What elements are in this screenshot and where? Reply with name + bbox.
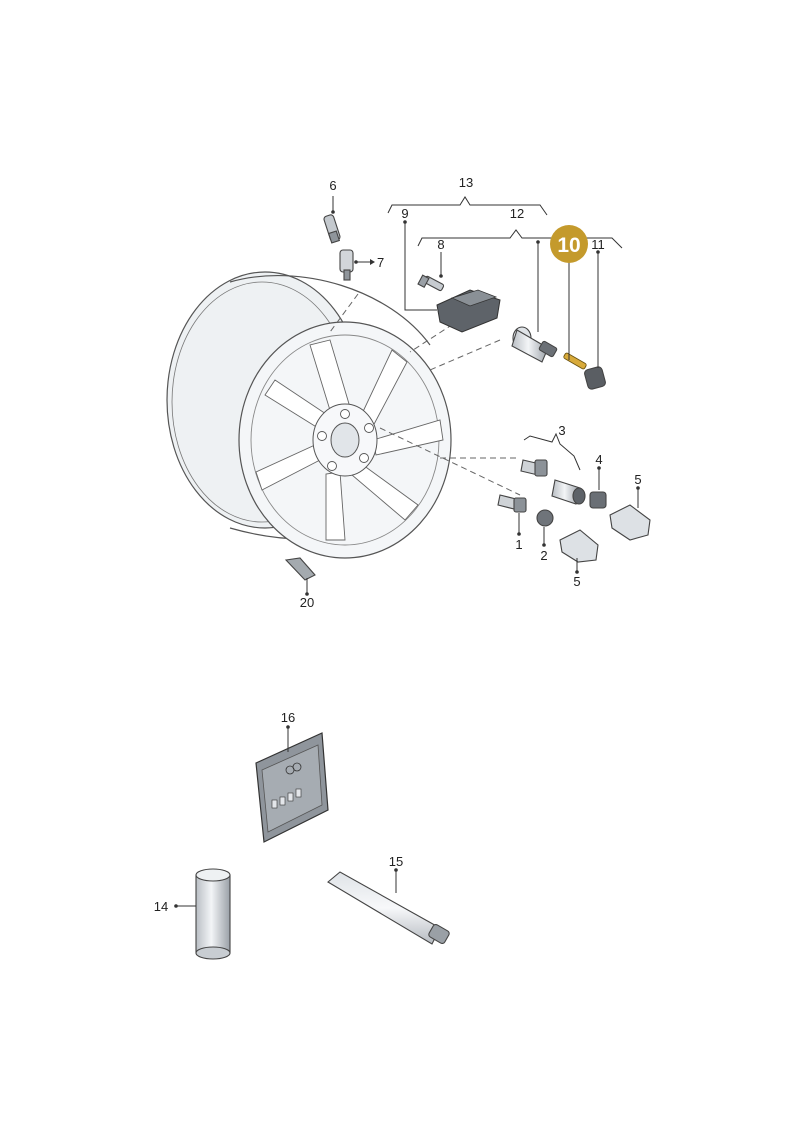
callout-2: 2	[540, 548, 547, 563]
valve-stem-part-6	[323, 214, 341, 244]
callout-6: 6	[329, 178, 336, 193]
callout-13: 13	[459, 175, 473, 190]
callout-12: 12	[510, 206, 524, 221]
screw-part-8	[417, 274, 445, 292]
repair-kit-package-part-16	[255, 732, 329, 843]
callout-1: 1	[515, 537, 522, 552]
valve-part-1	[497, 494, 527, 513]
callout-4: 4	[595, 452, 602, 467]
callout-16: 16	[281, 710, 295, 725]
callout-8: 8	[437, 237, 444, 252]
valve-sleeve-part-3b	[551, 479, 586, 505]
callout-5-lower: 5	[573, 574, 580, 589]
callout-11: 11	[591, 237, 605, 252]
callout-7: 7	[377, 255, 384, 270]
highlight-badge	[550, 225, 588, 263]
callout-14: 14	[154, 899, 168, 914]
callout-15: 15	[389, 854, 403, 869]
cap-part-4	[589, 491, 607, 509]
valve-insert-part-7	[339, 249, 354, 281]
callout-9: 9	[401, 206, 408, 221]
tpms-sensor-part-9	[436, 289, 501, 333]
arrow-7-icon	[370, 259, 375, 265]
nut-part-2	[536, 509, 554, 527]
valve-core-part-10	[563, 352, 587, 370]
callout-20: 20	[300, 595, 314, 610]
valve-cap-part-11	[584, 366, 606, 390]
callout-dots	[174, 210, 640, 908]
callout-5-right: 5	[634, 472, 641, 487]
balance-weight-part-20	[284, 557, 316, 581]
callout-3: 3	[558, 423, 565, 438]
leader-lines	[176, 196, 639, 907]
valve-part-3a	[520, 459, 548, 477]
callout-10: 10	[557, 234, 580, 257]
clip-part-5b	[559, 529, 599, 563]
wheel-rim	[166, 271, 452, 559]
valve-body-part-12	[511, 326, 558, 363]
highlighted-callout-10[interactable]: 10	[550, 225, 588, 263]
clip-part-5a	[609, 504, 651, 541]
can-part-14	[195, 868, 231, 960]
paste-tube-part-15	[327, 871, 450, 945]
